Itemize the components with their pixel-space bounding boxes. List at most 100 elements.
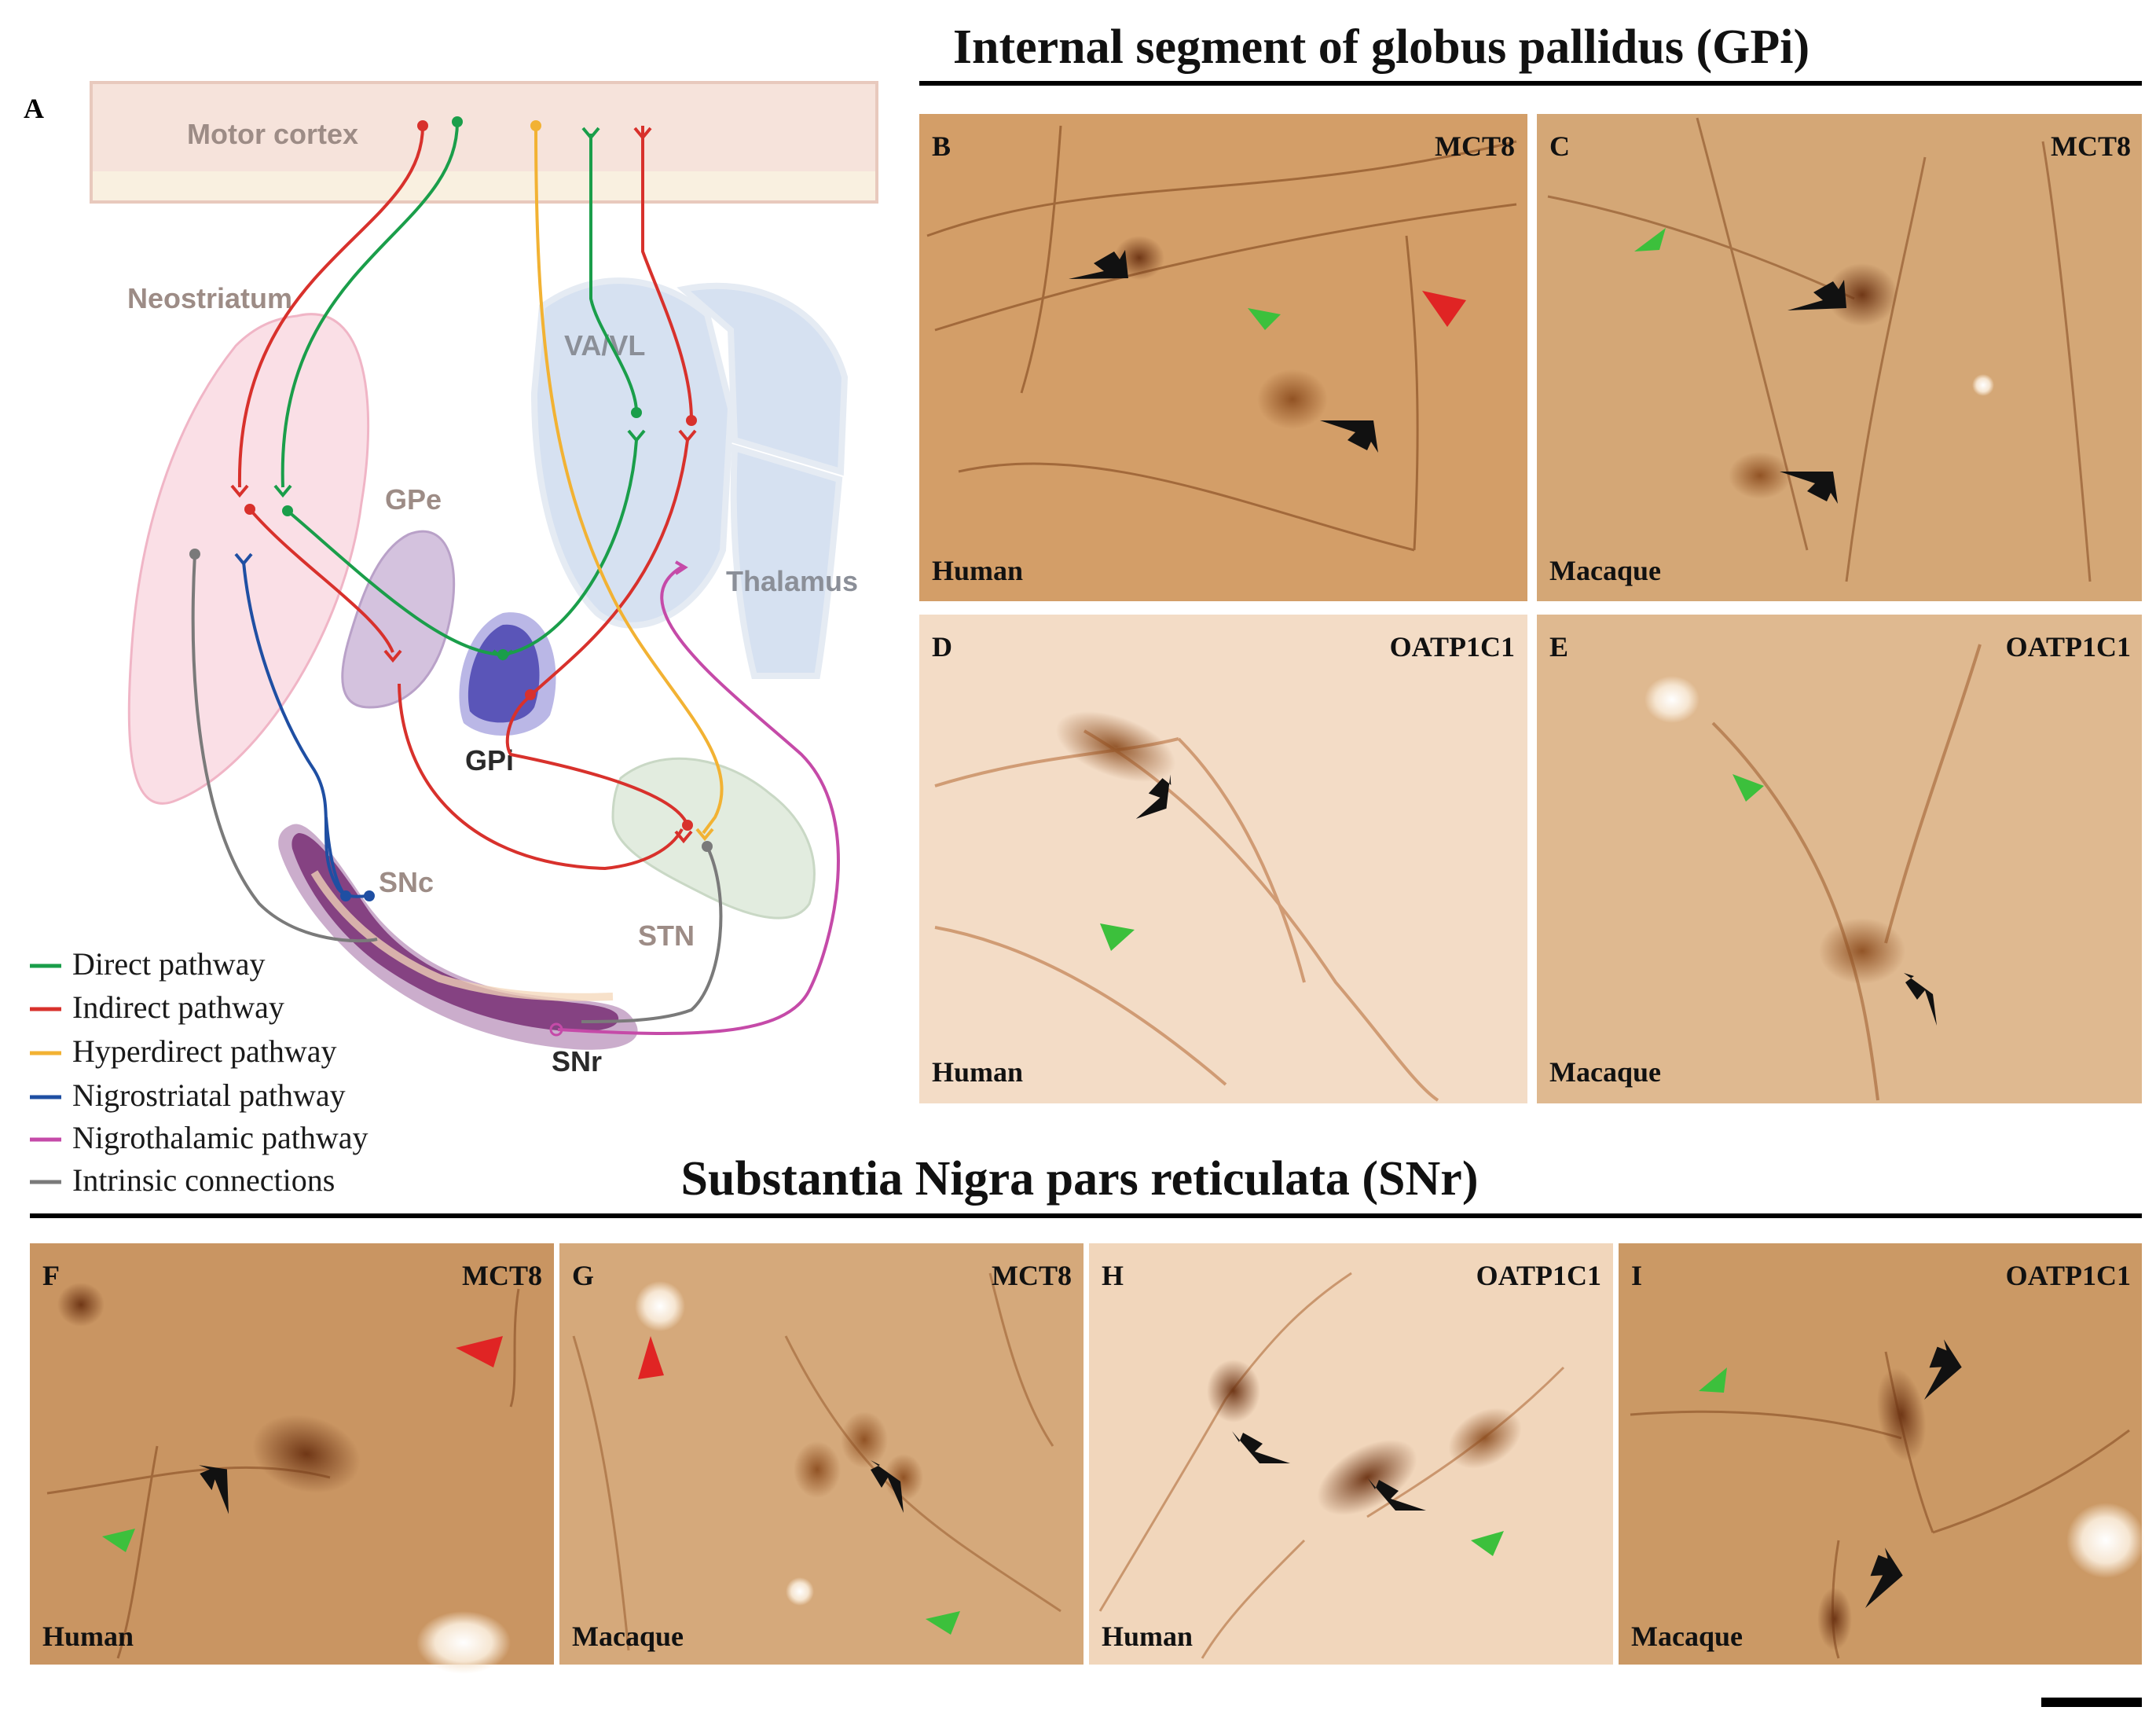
arrowhead-green-icon (1732, 774, 1764, 802)
panel-marker: OATP1C1 (2006, 1260, 2131, 1291)
panel-d: D OATP1C1 Human (919, 615, 1527, 1103)
panel-c: C MCT8 Macaque (1537, 114, 2142, 601)
legend-item-nigrostriatal: Nigrostriatal pathway (30, 1077, 346, 1113)
panel-species: Human (932, 555, 1023, 586)
panel-b: B MCT8 Human (919, 114, 1527, 601)
stn-region (611, 757, 816, 920)
panel-letter: G (572, 1260, 594, 1291)
indirect-thalamus-cortex (641, 126, 693, 421)
arrowhead-green-icon (1471, 1531, 1504, 1556)
legend-label: Nigrothalamic pathway (72, 1120, 368, 1155)
intrinsic-stn-snr (581, 846, 723, 1023)
thalamus-upper-region (676, 282, 849, 476)
motor-cortex-lower-layer (93, 171, 875, 200)
panel-marker: OATP1C1 (1390, 631, 1515, 663)
micrograph-b (919, 114, 1527, 601)
intrinsic-striatum-sn (191, 553, 378, 943)
arrow-icon (1232, 1431, 1290, 1463)
arrowhead-red-icon (638, 1336, 664, 1379)
legend-item-intrinsic: Intrinsic connections (30, 1162, 335, 1198)
va-vl-region (530, 277, 735, 629)
panel-letter: B (932, 130, 951, 162)
panel-f: F MCT8 Human (30, 1243, 554, 1674)
snr-label: SNr (552, 1045, 602, 1077)
arrowhead-green-icon (1248, 308, 1281, 330)
legend-label: Hyperdirect pathway (72, 1033, 337, 1069)
arrowhead-red-icon (1422, 291, 1466, 327)
micrograph-d (919, 615, 1527, 1103)
arrow-icon (1780, 472, 1838, 504)
arrow-icon (1904, 973, 1937, 1026)
indirect-stn-gpi-thalamus (505, 439, 689, 826)
indirect-striatum-gpe (248, 508, 394, 653)
arrowhead-green-icon (926, 1611, 960, 1635)
arrow-icon (1069, 250, 1128, 279)
legend-label: Direct pathway (72, 946, 265, 982)
panel-a-letter: A (24, 93, 44, 124)
gpi-label: GPi (465, 744, 514, 776)
arrowhead-green-icon (1100, 923, 1135, 951)
panel-i: I OATP1C1 Macaque (1619, 1243, 2145, 1665)
panel-a-diagram: A Motor cortex Neostriatum VA/VL Thalamu… (24, 81, 878, 1198)
snr-region (292, 833, 619, 1032)
thalamus-label: Thalamus (726, 565, 858, 597)
arrow-icon (1320, 420, 1378, 453)
panel-species: Macaque (1631, 1621, 1743, 1652)
snr-title-rule (30, 1213, 2142, 1218)
arrow-icon (1135, 774, 1172, 819)
arrowhead-red-icon (456, 1336, 503, 1367)
panel-letter: D (932, 631, 952, 663)
legend-item-indirect: Indirect pathway (30, 989, 284, 1025)
stn-label: STN (638, 920, 695, 952)
hyperdirect-cortex-stn (534, 125, 724, 835)
panel-letter: H (1102, 1260, 1124, 1291)
panel-species: Human (42, 1621, 134, 1652)
panel-species: Macaque (1549, 555, 1661, 586)
panel-marker: MCT8 (462, 1260, 542, 1291)
gpi-section-title: Internal segment of globus pallidus (GPi… (953, 20, 1810, 74)
motor-cortex-label: Motor cortex (187, 118, 358, 150)
scale-bar (2041, 1698, 2142, 1707)
arrowhead-green-icon (1634, 228, 1666, 251)
legend-label: Indirect pathway (72, 989, 284, 1025)
legend-label: Intrinsic connections (72, 1162, 335, 1198)
gpe-label: GPe (385, 483, 442, 516)
panel-marker: MCT8 (992, 1260, 1072, 1291)
neostriatum-label: Neostriatum (127, 282, 292, 314)
panel-h: H OATP1C1 Human (1089, 1243, 1613, 1665)
micrograph-c (1537, 114, 2142, 601)
arrow-icon (1924, 1339, 1962, 1400)
pathway-synapses (230, 127, 714, 844)
arrow-icon (1865, 1547, 1903, 1608)
legend-item-hyperdirect: Hyperdirect pathway (30, 1033, 337, 1069)
nigrothalamic-pathway (557, 564, 840, 1035)
panel-marker: MCT8 (2051, 130, 2131, 162)
panel-letter: I (1631, 1260, 1642, 1291)
arrowhead-green-icon (102, 1529, 135, 1552)
snc-band (310, 870, 614, 1001)
panel-species: Human (932, 1056, 1023, 1088)
panel-marker: OATP1C1 (1476, 1260, 1601, 1291)
snc-label: SNc (379, 866, 434, 898)
indirect-gpe-stn (398, 683, 684, 871)
legend-item-nigrothalamic: Nigrothalamic pathway (30, 1120, 368, 1155)
legend-item-direct: Direct pathway (30, 946, 265, 982)
gpe-region (341, 530, 456, 709)
arrow-icon (199, 1465, 229, 1514)
snr-section-title: Substantia Nigra pars reticulata (SNr) (681, 1152, 1479, 1206)
panel-species: Macaque (1549, 1056, 1661, 1088)
panel-marker: MCT8 (1435, 130, 1515, 162)
gpi-title-rule (919, 81, 2142, 86)
legend-label: Nigrostriatal pathway (72, 1077, 346, 1113)
panel-e: E OATP1C1 Macaque (1537, 615, 2142, 1103)
pathway-legend: Direct pathway Indirect pathway Hyperdir… (30, 946, 368, 1198)
panel-species: Macaque (572, 1621, 684, 1652)
panel-g: G MCT8 Macaque (559, 1243, 1084, 1665)
micrograph-e (1537, 615, 2142, 1103)
direct-cortex-striatum (280, 121, 459, 488)
arrowhead-green-icon (1699, 1367, 1727, 1393)
direct-thalamus-cortex (589, 134, 638, 413)
panel-letter: E (1549, 631, 1568, 663)
panel-species: Human (1102, 1621, 1193, 1652)
